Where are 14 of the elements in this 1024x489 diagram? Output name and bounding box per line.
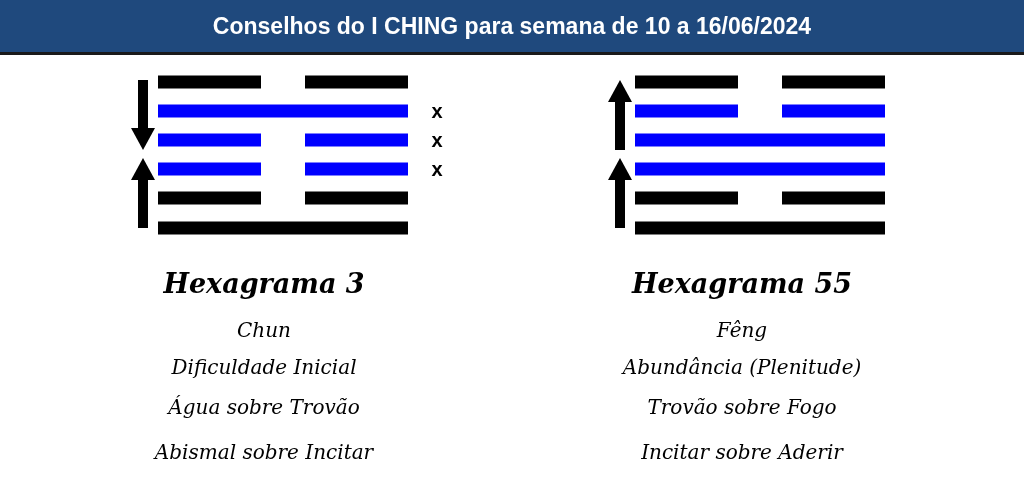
hexagram-description: Incitar sobre Aderir xyxy=(641,440,843,464)
mark-text: x xyxy=(431,157,443,181)
title-banner: Conselhos do I CHING para semana de 10 a 16/06/2024 xyxy=(0,0,1024,55)
hexagram-description: Água sobre Trovão xyxy=(168,395,360,419)
hexagram-description: Fêng xyxy=(716,318,768,342)
hexagram-description: Trovão sobre Fogo xyxy=(647,395,837,419)
hexagram-description: Chun xyxy=(237,318,291,342)
hexagram-heading: Hexagrama 55 xyxy=(632,268,852,299)
mark-text: x xyxy=(431,128,443,152)
mark-text: x xyxy=(431,99,443,123)
hexagram-description: Abismal sobre Incitar xyxy=(154,440,374,464)
hexagram-description: Abundância (Plenitude) xyxy=(622,355,862,379)
hexagram-description: Dificuldade Inicial xyxy=(171,355,357,379)
hexagram-heading: Hexagrama 3 xyxy=(163,268,365,299)
